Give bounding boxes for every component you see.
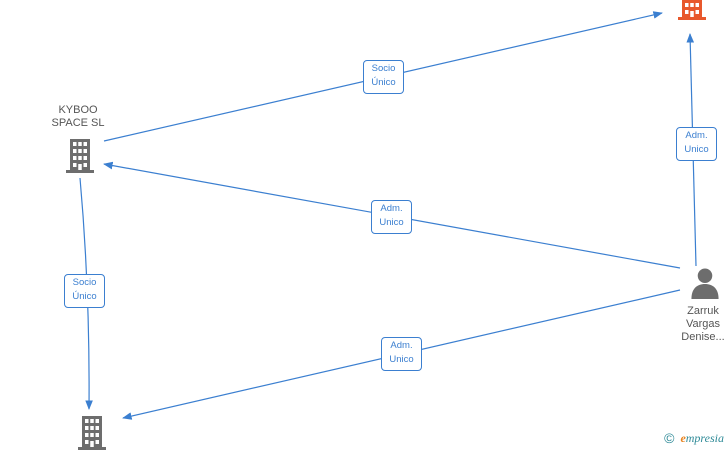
edge-label-line: Socio (72, 277, 97, 288)
person-icon[interactable] (691, 268, 719, 299)
brand-initial: e (680, 430, 686, 445)
edge-label-line: Único (72, 291, 97, 302)
edge-label-line: Adm. (380, 203, 403, 214)
footer-brand: © empresia (664, 430, 724, 446)
brand-logo[interactable]: empresia (680, 431, 724, 446)
copyright-icon: © (664, 430, 675, 446)
edge-label-line: Unico (389, 354, 414, 365)
edge-label-socio-unico-top: Socio Único (363, 60, 404, 94)
edge-label-socio-unico-bottom: Socio Único (64, 274, 105, 308)
edge-label-adm-unico-top-company: Adm. Unico (676, 127, 717, 161)
edge-label-line: Socio (371, 63, 396, 74)
brand-rest: mpresia (685, 430, 724, 445)
edge-label-line: Adm. (685, 130, 708, 141)
edge-label-line: Adm. (390, 340, 413, 351)
edge-label-line: Unico (684, 144, 709, 155)
bottom-company-building-icon[interactable] (78, 416, 106, 450)
person-label[interactable]: Zarruk Vargas Denise... (681, 305, 725, 343)
top-company-building-icon[interactable] (678, 0, 706, 20)
edge-label-line: Único (371, 77, 396, 88)
edge-label-adm-unico-kyboo: Adm. Unico (371, 200, 412, 234)
edge-label-adm-unico-bottom-company: Adm. Unico (381, 337, 422, 371)
kyboo-building-icon[interactable] (66, 139, 94, 173)
kyboo-label[interactable]: KYBOO SPACE SL (51, 104, 105, 129)
edge-label-line: Unico (379, 217, 404, 228)
